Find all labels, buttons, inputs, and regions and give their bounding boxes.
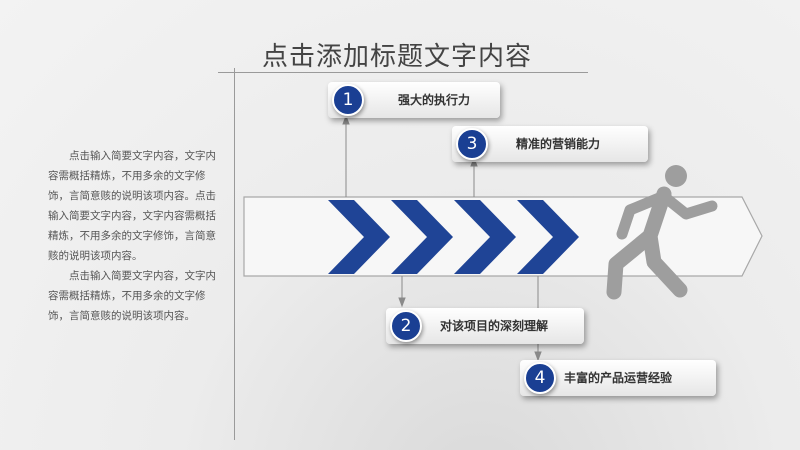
connectors (342, 114, 542, 362)
chevron-1 (328, 200, 390, 274)
step-card-2: 2 对该项目的深刻理解 (386, 308, 584, 344)
chevron-2 (391, 200, 453, 274)
body-text: 点击输入简要文字内容，文字内容需概括精炼，不用多余的文字修饰，言简意赅的说明该项… (48, 146, 226, 326)
step-label: 丰富的产品运营经验 (564, 371, 673, 385)
step-badge: 2 (390, 310, 422, 342)
chevron-3 (454, 200, 516, 274)
step-badge: 4 (524, 362, 556, 394)
step-label: 强大的执行力 (398, 93, 471, 107)
step-card-1: 1 强大的执行力 (328, 82, 500, 118)
chevrons (328, 200, 579, 274)
body-paragraph: 点击输入简要文字内容，文字内容需概括精炼，不用多余的文字修饰，言简意赅的说明该项… (48, 150, 216, 262)
step-badge: 3 (456, 128, 488, 160)
title-underline (218, 72, 588, 73)
step-label: 对该项目的深刻理解 (440, 319, 549, 333)
step-badge: 1 (332, 84, 364, 116)
step-card-4: 4 丰富的产品运营经验 (520, 360, 716, 396)
step-label: 精准的营销能力 (516, 137, 601, 151)
step-card-3: 3 精准的营销能力 (452, 126, 648, 162)
running-person-icon (606, 165, 718, 300)
vertical-divider (234, 68, 235, 440)
chevron-4 (517, 200, 579, 274)
body-paragraph: 点击输入简要文字内容，文字内容需概括精炼，不用多余的文字修饰，言简意赅的说明该项… (48, 270, 216, 322)
page-title: 点击添加标题文字内容 (262, 42, 533, 72)
